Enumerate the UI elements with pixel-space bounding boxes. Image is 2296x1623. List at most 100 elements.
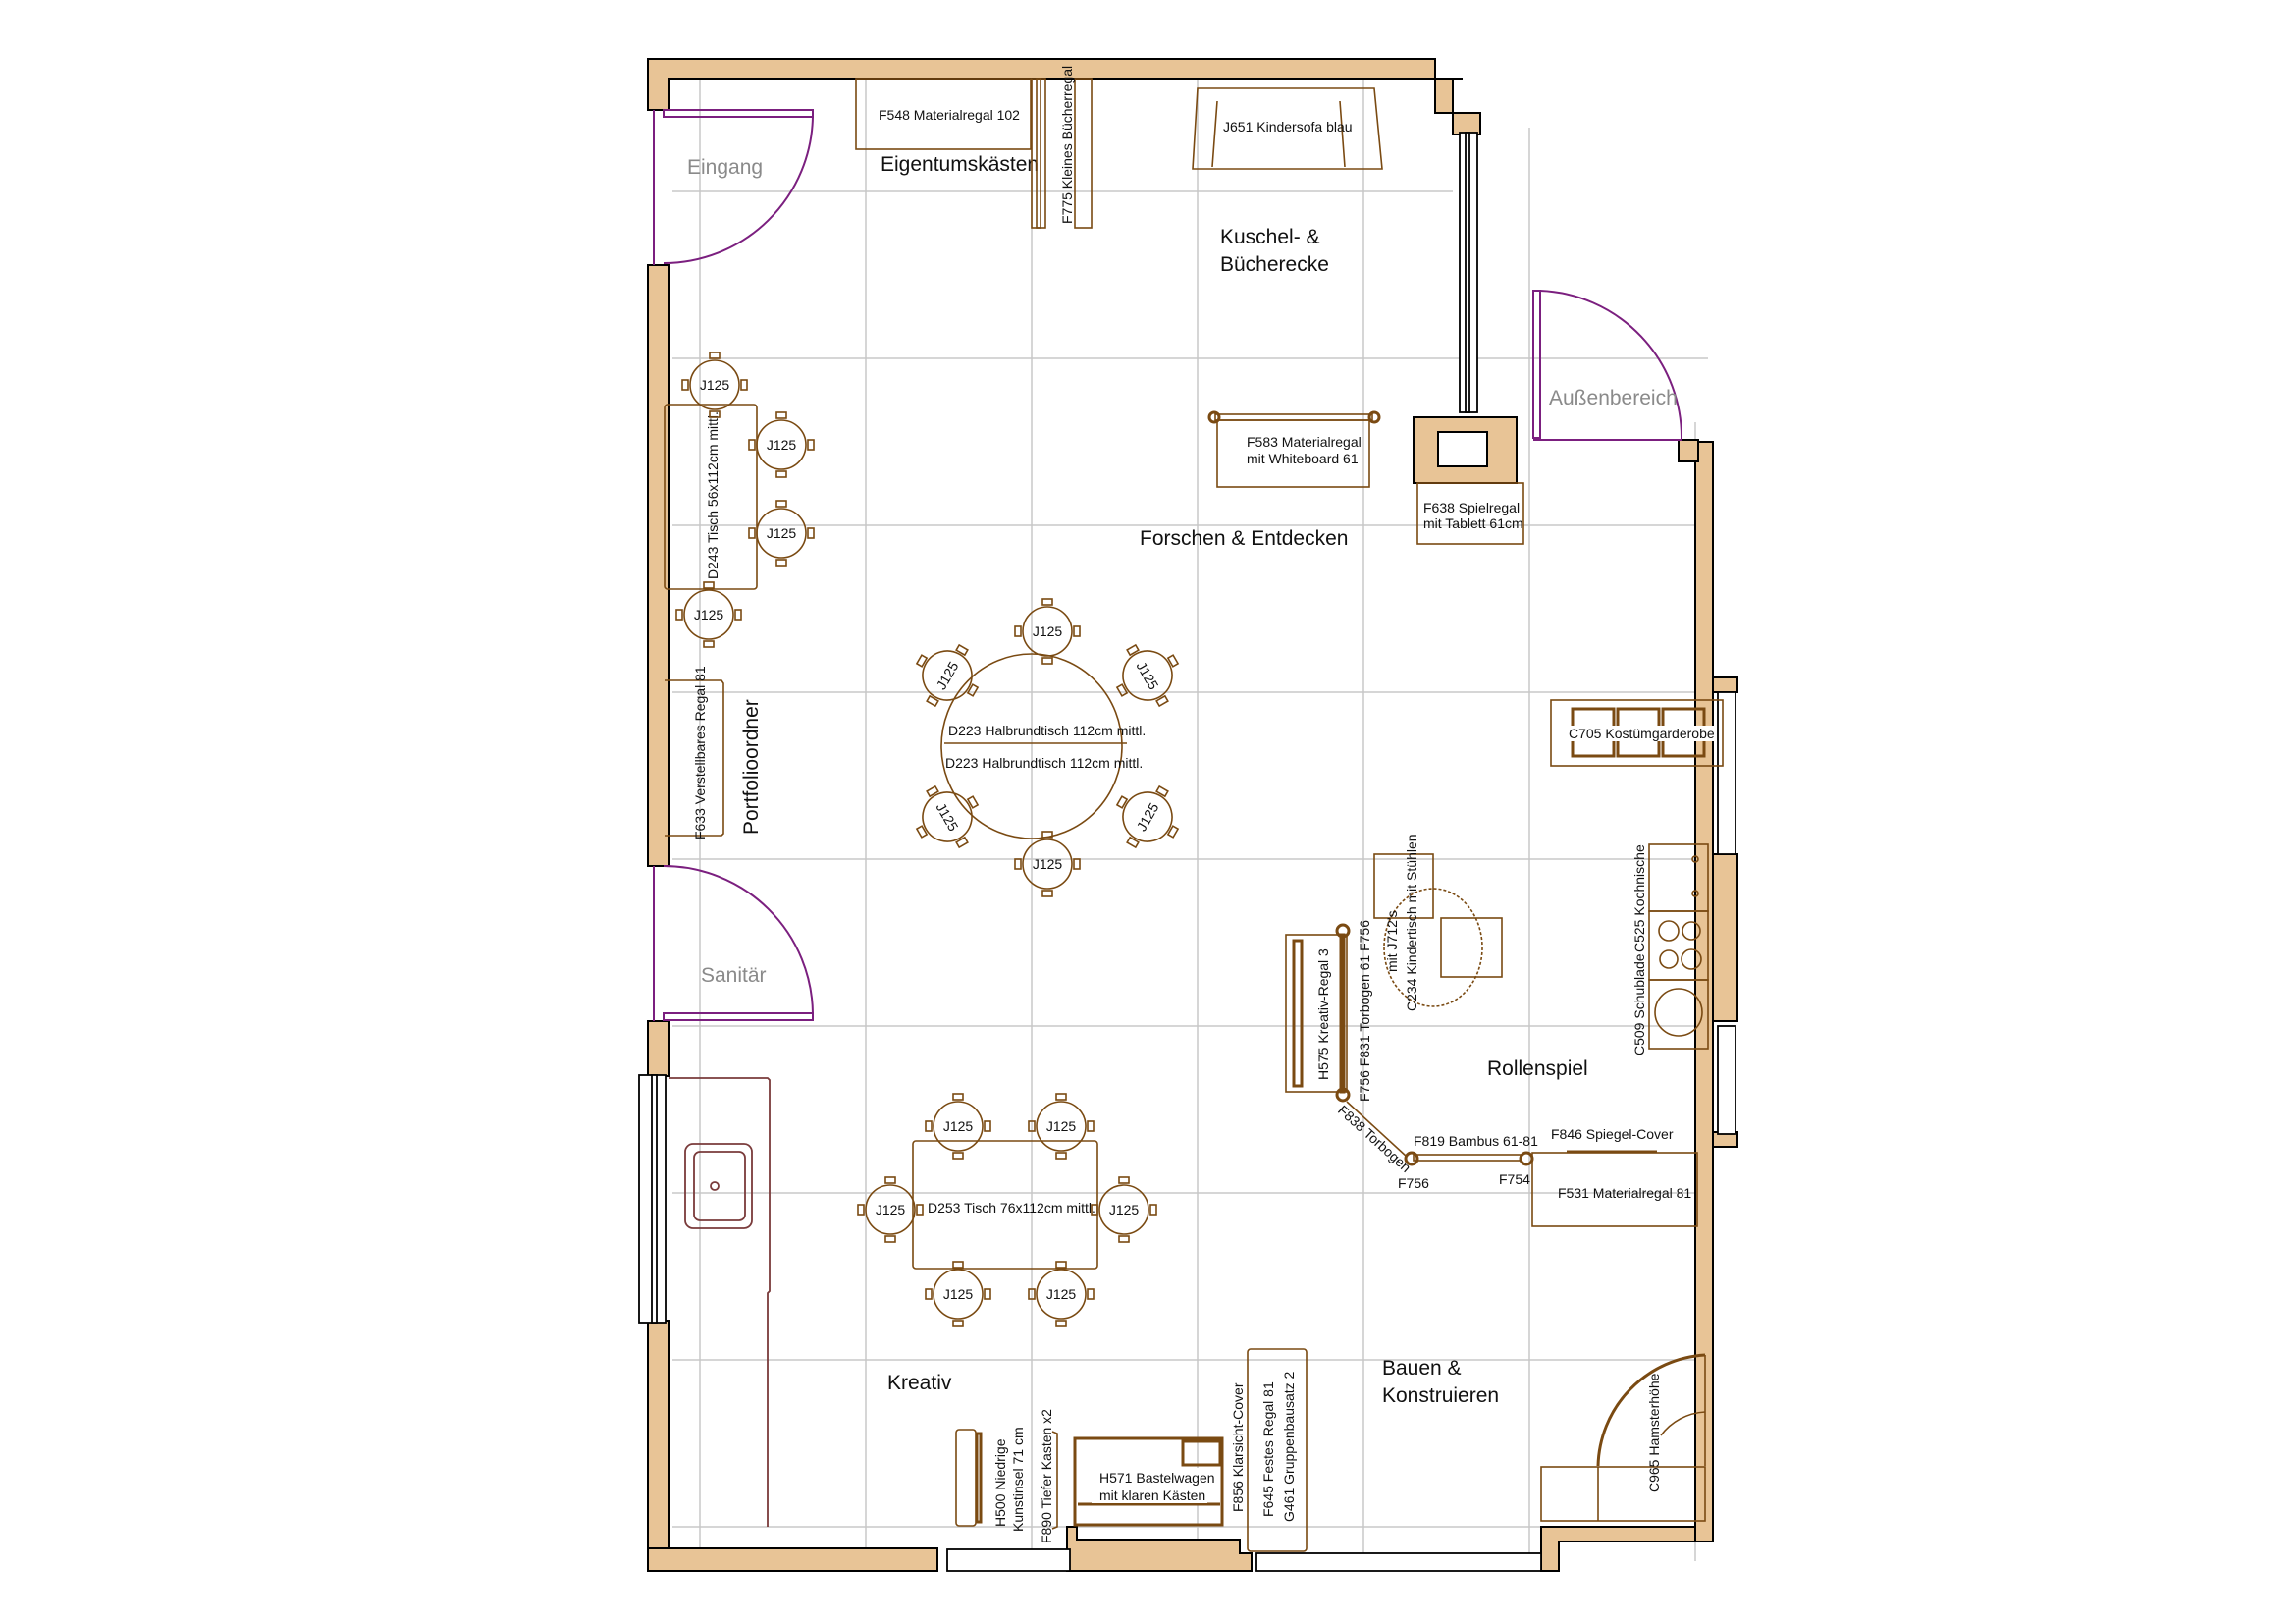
chair-j125[interactable]: J125 xyxy=(1028,1093,1095,1160)
svg-text:mit Tablett 61cm: mit Tablett 61cm xyxy=(1423,515,1523,531)
chair-j125[interactable]: J125 xyxy=(903,773,991,861)
d253-table[interactable]: D253 Tisch 76x112cm mittl. xyxy=(912,1140,1098,1270)
windows xyxy=(638,132,1736,1572)
f775-bookshelf[interactable]: F775 Kleines Bücherregal xyxy=(1031,66,1093,229)
f856-label: F856 Klarsicht-Cover xyxy=(1230,1382,1246,1512)
zone-label-storage: Eigentumskästen xyxy=(881,153,1039,176)
zone-label-build-1: Bauen & xyxy=(1382,1357,1462,1380)
chair-label: J125 xyxy=(1033,856,1063,872)
chair-j125[interactable]: J125 xyxy=(1014,598,1081,665)
svg-text:F775 Kleines Bücherregal: F775 Kleines Bücherregal xyxy=(1059,66,1075,224)
svg-text:D223 Halbrundtisch 112cm mittl: D223 Halbrundtisch 112cm mittl. xyxy=(948,723,1146,738)
zone-label-creative: Kreativ xyxy=(887,1372,952,1394)
chair-j125[interactable]: J125 xyxy=(903,631,991,720)
c705-costume-wardrobe[interactable]: C705 Kostümgarderobe xyxy=(1550,699,1724,767)
svg-text:F531 Materialregal 81: F531 Materialregal 81 xyxy=(1558,1185,1691,1201)
c965-hamster-cave[interactable]: C965 Hamsterhöhe xyxy=(1540,1353,1706,1522)
zone-label-cuddle-2: Bücherecke xyxy=(1220,253,1329,276)
chair-j125[interactable]: J125 xyxy=(1028,1261,1095,1327)
chair-label: J125 xyxy=(933,659,961,692)
f583-whiteboard-shelf[interactable]: F583 Materialregal mit Whiteboard 61 xyxy=(1207,410,1381,488)
chair-label: J125 xyxy=(876,1202,906,1217)
f645-fixed-shelf[interactable]: F856 Klarsicht-Cover F645 Festes Regal 8… xyxy=(1230,1348,1308,1552)
chair-label: J125 xyxy=(767,525,797,541)
room-label-entrance: Eingang xyxy=(687,156,763,179)
room-label-outdoor: Außenbereich xyxy=(1549,387,1678,409)
svg-text:mit Whiteboard 61: mit Whiteboard 61 xyxy=(1247,451,1359,466)
g461-label: G461 Gruppenbausatz 2 xyxy=(1281,1371,1297,1522)
svg-text:F756 F831 Torbogen 61 F756: F756 F831 Torbogen 61 F756 xyxy=(1357,920,1372,1102)
d243-table[interactable]: D243 Tisch 56x112cm mittl. xyxy=(664,404,758,590)
c234-child-table[interactable]: C234 Kindertisch mit Stühlen mit J712's xyxy=(1373,834,1503,1011)
c509-drawer[interactable]: C509 Schublade xyxy=(1631,953,1709,1055)
chair-label: J125 xyxy=(943,1286,974,1302)
svg-text:C965 Hamsterhöhe: C965 Hamsterhöhe xyxy=(1646,1373,1662,1492)
svg-text:D223 Halbrundtisch 112cm mittl: D223 Halbrundtisch 112cm mittl. xyxy=(945,755,1143,771)
f890-deep-box[interactable]: F890 Tiefer Kasten x2 xyxy=(1039,1409,1058,1543)
chair-j125[interactable]: J125 xyxy=(1103,773,1192,861)
chair-j125[interactable]: J125 xyxy=(857,1176,924,1243)
f531-material-shelf[interactable]: F846 Spiegel-Cover F531 Materialregal 81 xyxy=(1531,1126,1698,1227)
grid-lines xyxy=(672,77,1708,1561)
svg-text:C705 Kostümgarderobe: C705 Kostümgarderobe xyxy=(1569,726,1715,741)
chair-label: J125 xyxy=(1033,623,1063,639)
chair-label: J125 xyxy=(1133,659,1161,692)
chair-j125[interactable]: J125 xyxy=(675,581,742,648)
chair-label: J125 xyxy=(1109,1202,1140,1217)
walls xyxy=(647,58,1738,1572)
chair-j125[interactable]: J125 xyxy=(748,500,815,567)
h500-art-island[interactable]: H500 Niedrige Kunstinsel 71 cm xyxy=(955,1427,1026,1532)
svg-text:F838 Torbogen: F838 Torbogen xyxy=(1335,1102,1415,1175)
svg-text:F583 Materialregal: F583 Materialregal xyxy=(1247,434,1362,450)
c525-kitchenette[interactable]: C525 Kochnische xyxy=(1631,843,1709,981)
chair-label: J125 xyxy=(1046,1286,1077,1302)
chair-j125[interactable]: J125 xyxy=(925,1093,991,1160)
zone-label-research: Forschen & Entdecken xyxy=(1140,527,1348,550)
chair-j125[interactable]: J125 xyxy=(1091,1176,1157,1243)
f633-adjustable-shelf[interactable]: F633 Verstellbares Regal 81 xyxy=(665,666,724,839)
chair-label: J125 xyxy=(767,437,797,453)
svg-text:J651 Kindersofa blau: J651 Kindersofa blau xyxy=(1223,119,1353,135)
f754-label: F754 xyxy=(1499,1171,1530,1187)
f831-archway[interactable]: F756 F831 Torbogen 61 F756 xyxy=(1335,920,1372,1103)
svg-text:F890 Tiefer Kasten x2: F890 Tiefer Kasten x2 xyxy=(1039,1409,1054,1543)
svg-text:H575 Kreativ-Regal 3: H575 Kreativ-Regal 3 xyxy=(1315,948,1331,1080)
chair-j125[interactable]: J125 xyxy=(925,1261,991,1327)
f548-shelf[interactable]: F548 Materialregal 102 xyxy=(855,78,1032,150)
zone-label-portfolio: Portfolioordner xyxy=(740,699,763,835)
entrance-door[interactable] xyxy=(653,109,814,265)
d223-halfround-tables[interactable]: D223 Halbrundtisch 112cm mittl. D223 Hal… xyxy=(940,653,1146,839)
svg-text:H571 Bastelwagen: H571 Bastelwagen xyxy=(1099,1470,1215,1486)
zone-label-cuddle-1: Kuschel- & xyxy=(1220,226,1320,248)
chair-j125[interactable]: J125 xyxy=(1014,831,1081,897)
svg-text:H500 Niedrige: H500 Niedrige xyxy=(992,1438,1008,1527)
chair-j125[interactable]: J125 xyxy=(748,411,815,478)
svg-text:D253 Tisch 76x112cm mittl.: D253 Tisch 76x112cm mittl. xyxy=(928,1200,1095,1216)
chair-label: J125 xyxy=(943,1118,974,1134)
svg-text:C234 Kindertisch mit Stühlen: C234 Kindertisch mit Stühlen xyxy=(1404,834,1419,1011)
j651-sofa[interactable]: J651 Kindersofa blau xyxy=(1192,87,1383,170)
f846-label: F846 Spiegel-Cover xyxy=(1551,1126,1674,1142)
chair-label: J125 xyxy=(1133,800,1161,834)
zone-label-roleplay: Rollenspiel xyxy=(1487,1057,1588,1080)
f838-archway[interactable]: F838 Torbogen xyxy=(1335,1101,1415,1175)
sink-counter[interactable] xyxy=(669,1077,771,1527)
svg-text:F819 Bambus 61-81: F819 Bambus 61-81 xyxy=(1414,1133,1538,1149)
svg-text:F645 Festes Regal 81: F645 Festes Regal 81 xyxy=(1260,1381,1276,1517)
chair-j125[interactable]: J125 xyxy=(681,352,748,418)
sanitary-door[interactable] xyxy=(653,865,814,1021)
chair-label: J125 xyxy=(694,607,724,622)
f638-play-shelf[interactable]: F638 Spielregal mit Tablett 61cm xyxy=(1416,482,1524,545)
outdoor-door[interactable] xyxy=(1532,290,1683,441)
svg-text:F548 Materialregal 102: F548 Materialregal 102 xyxy=(879,107,1020,123)
h571-craft-cart[interactable]: H571 Bastelwagen mit klaren Kästen xyxy=(1073,1436,1224,1527)
svg-text:D243 Tisch 56x112cm mittl.: D243 Tisch 56x112cm mittl. xyxy=(705,411,721,579)
chair-j125[interactable]: J125 xyxy=(1103,631,1192,720)
svg-text:Kunstinsel 71 cm: Kunstinsel 71 cm xyxy=(1010,1427,1026,1532)
f819-bamboo-divider[interactable]: F819 Bambus 61-81 F756 F754 xyxy=(1398,1133,1538,1191)
h575-creative-shelf[interactable]: H575 Kreativ-Regal 3 xyxy=(1285,933,1348,1094)
room-label-sanitary: Sanitär xyxy=(701,964,767,987)
svg-text:F633 Verstellbares Regal 81: F633 Verstellbares Regal 81 xyxy=(692,666,708,839)
